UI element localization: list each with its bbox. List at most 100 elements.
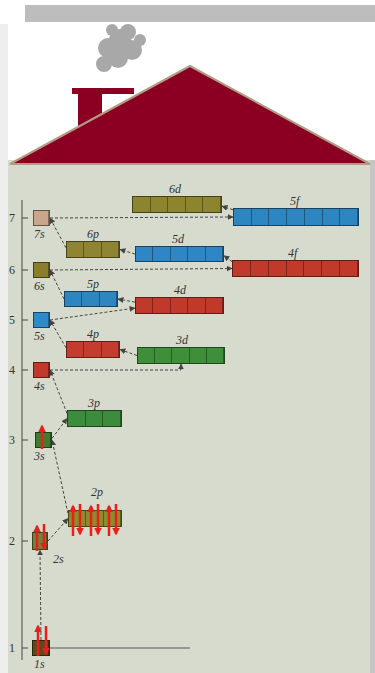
orbital-cell <box>34 313 49 327</box>
orbital-cell <box>206 247 223 261</box>
orbital-label: 7s <box>34 228 45 240</box>
orbital-label: 6p <box>87 228 99 240</box>
orbital-box: 5p <box>64 291 118 307</box>
orbital-cell <box>136 298 153 313</box>
orbital-cell <box>252 209 270 225</box>
orbital-cell <box>151 197 169 212</box>
orbital-label: 6s <box>34 280 45 292</box>
orbital-cell <box>153 298 170 313</box>
orbital-cell <box>67 242 84 257</box>
level-number: 5 <box>9 314 15 326</box>
orbital-label: 5s <box>34 330 45 342</box>
filling-order-arrow <box>224 256 232 262</box>
filling-order-arrow <box>52 440 68 513</box>
orbital-cell <box>34 263 49 277</box>
orbital-cell <box>305 209 323 225</box>
orbital-cell <box>188 298 205 313</box>
orbital-cell <box>287 261 305 276</box>
orbital-cell <box>155 348 172 363</box>
orbital-label: 5d <box>172 233 184 245</box>
level-number: 6 <box>9 264 15 276</box>
orbital-box: 3s <box>35 432 52 448</box>
orbital-cell <box>86 411 104 426</box>
orbital-cell <box>233 261 251 276</box>
orbital-cell <box>171 247 188 261</box>
orbital-cell <box>153 247 170 261</box>
filling-order-arrow <box>50 217 233 218</box>
level-number: 2 <box>9 535 15 547</box>
orbital-box: 6s <box>33 262 50 278</box>
orbital-label: 3s <box>34 450 45 462</box>
orbital-cell <box>203 197 221 212</box>
orbital-cell <box>133 197 151 212</box>
orbital-box: 3p <box>67 410 122 427</box>
orbital-cell <box>269 209 287 225</box>
orbital-cell <box>103 411 121 426</box>
orbital-cell <box>168 197 186 212</box>
orbital-box: 4p <box>66 341 120 358</box>
orbital-cell <box>138 348 155 363</box>
orbital-box: 5d <box>135 246 224 262</box>
orbital-box: 5f <box>233 208 359 226</box>
orbital-cell <box>323 209 341 225</box>
orbital-label: 5p <box>87 278 99 290</box>
orbital-cell <box>84 342 101 357</box>
level-number: 3 <box>9 434 15 446</box>
orbital-cell <box>207 348 224 363</box>
orbital-cell <box>234 209 252 225</box>
orbital-cell <box>304 261 322 276</box>
filling-order-arrow <box>48 519 68 542</box>
filling-order-arrow <box>50 269 232 271</box>
orbital-cell <box>100 292 117 306</box>
orbital-label: 3p <box>88 397 100 409</box>
filling-order-arrow <box>50 308 135 320</box>
orbital-cell <box>206 298 223 313</box>
orbital-cell <box>84 242 101 257</box>
level-number: 7 <box>9 212 15 224</box>
orbital-cell <box>171 298 188 313</box>
orbital-cell <box>322 261 340 276</box>
orbital-label: 1s <box>34 658 45 670</box>
orbital-cell <box>34 363 49 377</box>
orbital-label: 3d <box>176 334 188 346</box>
orbital-box: 4f <box>232 260 359 277</box>
orbital-box: 3d <box>137 347 225 364</box>
orbital-cell <box>269 261 287 276</box>
orbital-label: 2s <box>53 553 64 565</box>
orbital-cell <box>340 261 358 276</box>
filling-order-arrow <box>52 419 67 439</box>
orbital-cell <box>172 348 189 363</box>
orbital-cell <box>36 433 51 447</box>
orbital-cell <box>104 511 121 526</box>
orbital-cell <box>86 511 103 526</box>
orbital-box: 4s <box>33 362 50 378</box>
orbital-box: 7s <box>33 210 50 226</box>
filling-order-arrow <box>50 364 181 370</box>
orbital-cell <box>186 197 204 212</box>
filling-order-arrow <box>222 206 233 210</box>
orbital-label: 6d <box>169 183 181 195</box>
orbital-cell <box>136 247 153 261</box>
orbital-label: 4f <box>288 247 297 259</box>
orbital-label: 5f <box>290 195 299 207</box>
filling-order-arrow <box>50 370 67 413</box>
orbital-label: 4s <box>34 380 45 392</box>
filling-order-arrow <box>118 299 135 302</box>
level-number: 4 <box>9 364 15 376</box>
level-number: 1 <box>9 642 15 654</box>
orbital-cell <box>67 342 84 357</box>
orbital-box: 4d <box>135 297 224 314</box>
orbital-cell <box>190 348 207 363</box>
orbital-cell <box>251 261 269 276</box>
filling-order-arrow <box>50 218 66 248</box>
orbital-cell <box>340 209 358 225</box>
orbital-cell <box>188 247 205 261</box>
orbital-cell <box>68 411 86 426</box>
orbital-label: 4p <box>87 328 99 340</box>
filling-order-arrow <box>120 250 135 255</box>
filling-order-arrow <box>50 320 66 348</box>
orbital-label: 2p <box>91 486 103 498</box>
orbital-box: 6p <box>66 241 120 258</box>
